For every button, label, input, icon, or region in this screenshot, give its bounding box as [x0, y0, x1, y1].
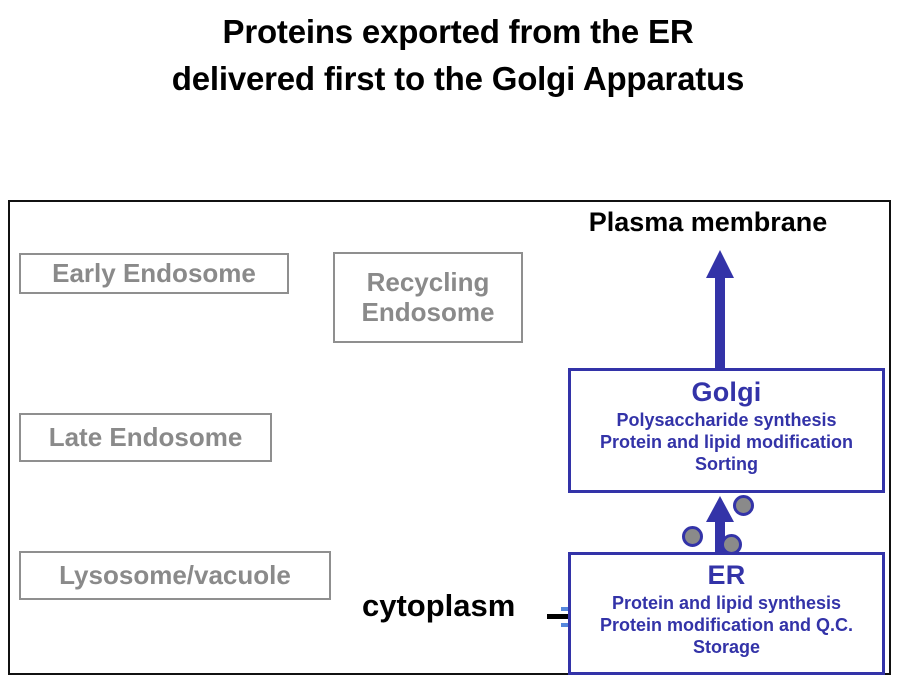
- er-function-2: Protein modification and Q.C.: [599, 615, 853, 635]
- er-function-3: Storage: [692, 637, 761, 657]
- vesicle-upper-right: [733, 495, 754, 516]
- arrow-er-to-golgi: [704, 494, 736, 557]
- er-title: ER: [707, 560, 746, 590]
- page-title: Proteins exported from the ER delivered …: [0, 8, 916, 102]
- organelle-box-recycling-endosome-label-1: Recycling: [366, 267, 490, 298]
- organelle-box-lysosome-vacuole-label: Lysosome/vacuole: [59, 559, 291, 590]
- organelle-box-recycling-endosome-label-2: Endosome: [361, 296, 495, 327]
- vesicle-left: [682, 526, 703, 547]
- cytoplasm-label: cytoplasm: [362, 588, 516, 623]
- organelle-box-early-endosome-label: Early Endosome: [52, 257, 256, 288]
- arrow-golgi-to-plasma-membrane: [704, 248, 736, 373]
- page-title-line-2: delivered first to the Golgi Apparatus: [171, 60, 745, 97]
- page-title-line-1: Proteins exported from the ER: [222, 13, 694, 50]
- golgi-title: Golgi: [691, 377, 762, 407]
- plasma-membrane-label: Plasma membrane: [588, 207, 828, 237]
- organelle-box-golgi[interactable]: Golgi Polysaccharide synthesis Protein a…: [568, 368, 885, 493]
- organelle-box-er[interactable]: ER Protein and lipid synthesis Protein m…: [568, 552, 885, 675]
- golgi-function-3: Sorting: [695, 454, 758, 474]
- organelle-box-late-endosome[interactable]: Late Endosome: [19, 413, 272, 462]
- golgi-function-2: Protein and lipid modification: [599, 432, 853, 452]
- organelle-box-recycling-endosome[interactable]: Recycling Endosome: [333, 252, 523, 343]
- diagram-frame: Plasma membrane Early Endosome Recycling…: [8, 200, 891, 675]
- golgi-function-1: Polysaccharide synthesis: [616, 410, 837, 430]
- organelle-box-late-endosome-label: Late Endosome: [48, 421, 243, 452]
- organelle-box-lysosome-vacuole[interactable]: Lysosome/vacuole: [19, 551, 331, 600]
- organelle-box-early-endosome[interactable]: Early Endosome: [19, 253, 289, 294]
- er-function-1: Protein and lipid synthesis: [611, 593, 842, 613]
